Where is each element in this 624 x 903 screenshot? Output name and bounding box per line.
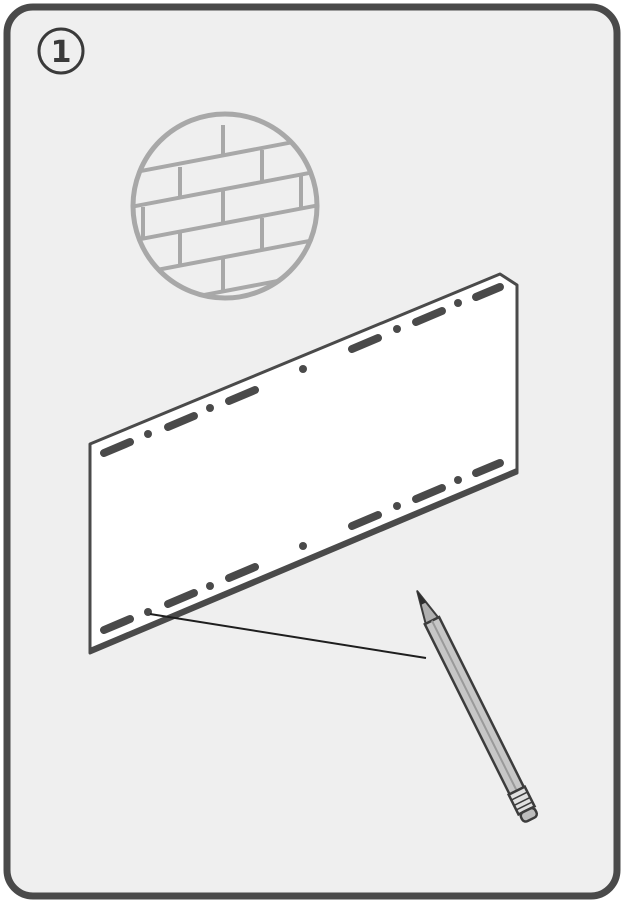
wall-bracket-plate [88, 272, 519, 655]
step-number: 1 [51, 35, 72, 70]
pencil-icon [416, 590, 539, 823]
top-slot-row [100, 283, 504, 457]
marking-guide-line [149, 613, 427, 659]
step-number-badge: 1 [37, 27, 85, 75]
top-hole-row [144, 299, 462, 438]
bottom-slot-row [100, 459, 504, 634]
brick-wall-icon [130, 111, 320, 301]
